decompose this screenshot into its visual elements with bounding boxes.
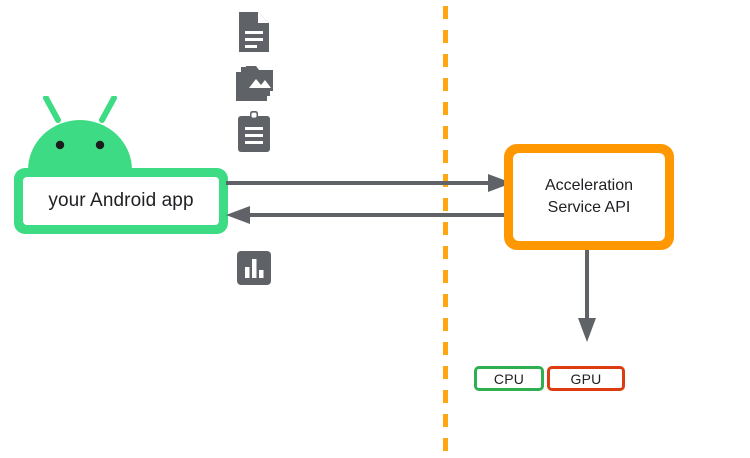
api-label-line-2: Service API [547, 199, 631, 216]
delegate-arrow [578, 250, 596, 342]
acceleration-service-api-box[interactable]: Acceleration Service API [504, 144, 674, 250]
api-label-line-1: Acceleration [544, 177, 634, 194]
accelerator-chip-cpu-label: CPU [493, 370, 525, 387]
bar-chart-icon [234, 248, 274, 288]
accelerator-chip-gpu[interactable]: GPU [547, 366, 625, 391]
android-app-label: your Android app [48, 190, 194, 211]
accelerator-chip-gpu-label: GPU [570, 370, 602, 387]
android-app-box-inner: your Android app [23, 177, 219, 225]
document-icon [234, 10, 274, 54]
response-arrow [226, 206, 512, 224]
dashed-vertical-divider [443, 0, 448, 458]
images-icon [234, 62, 274, 106]
android-app-box[interactable]: your Android app [14, 168, 228, 234]
clipboard-icon [234, 110, 274, 154]
android-robot-icon [22, 95, 138, 174]
request-arrow [226, 174, 512, 192]
accelerator-chip-cpu[interactable]: CPU [474, 366, 544, 391]
acceleration-service-api-box-inner: Acceleration Service API [513, 153, 665, 241]
